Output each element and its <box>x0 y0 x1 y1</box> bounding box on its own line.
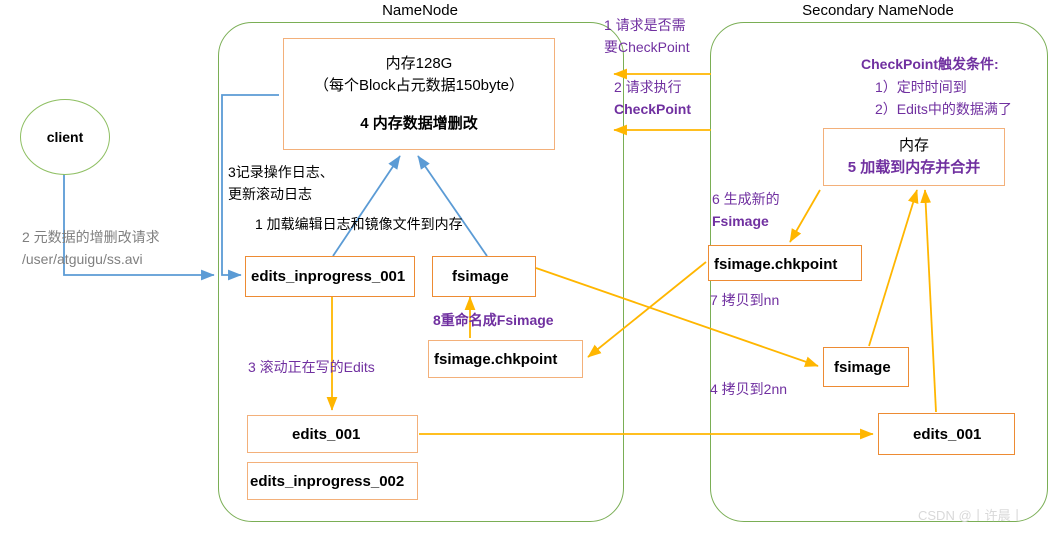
checkpoint-trigger-item2: 2）Edits中的数据满了 <box>875 101 1012 117</box>
namenode-title: NameNode <box>382 2 458 19</box>
box-edits-inprogress-002-label: edits_inprogress_002 <box>250 473 405 490</box>
box-edits-001-snn[interactable] <box>878 413 1015 455</box>
load-to-memory-label: 1 加载编辑日志和镜像文件到内存 <box>255 216 463 232</box>
watermark: CSDN @丨许晨丨 <box>918 508 1024 523</box>
ask-exec-checkpoint-line1: 2 请求执行 <box>614 79 682 95</box>
box-fsimage-snn[interactable] <box>823 347 909 387</box>
copy-to-nn-label: 7 拷贝到nn <box>710 292 780 308</box>
copy-to-2nn-label: 4 拷贝到2nn <box>710 381 788 397</box>
box-fsimage-snn-label: fsimage <box>834 359 891 376</box>
ask-need-checkpoint-line2: 要CheckPoint <box>604 39 690 55</box>
box-edits-inprogress-002[interactable] <box>247 462 418 500</box>
secondary-memory-box: 内存 5 加载到内存并合并 <box>823 128 1005 186</box>
box-fsimage-chkpoint-snn-label: fsimage.chkpoint <box>714 256 838 273</box>
gen-new-fsimage-line2: Fsimage <box>712 213 769 229</box>
box-fsimage-chkpoint-nn-label: fsimage.chkpoint <box>434 351 558 368</box>
ask-exec-checkpoint-line2: CheckPoint <box>614 101 692 117</box>
box-edits-001-nn[interactable] <box>247 415 418 453</box>
ask-need-checkpoint-line1: 1 请求是否需 <box>604 17 686 33</box>
checkpoint-trigger-title: CheckPoint触发条件: <box>861 56 999 72</box>
checkpoint-trigger-item1: 1）定时时间到 <box>875 79 967 95</box>
box-edits-inprogress-001-label: edits_inprogress_001 <box>251 268 406 285</box>
box-edits-001-nn-label: edits_001 <box>292 426 361 443</box>
client-request-line2: /user/atguigu/ss.avi <box>22 251 143 267</box>
box-edits-inprogress-001[interactable] <box>245 256 415 297</box>
memory-block-note-line: （每个Block占元数据150byte） <box>313 76 525 94</box>
secondary-namenode-title: Secondary NameNode <box>802 2 954 19</box>
record-log-line2: 更新滚动日志 <box>228 186 312 202</box>
box-fsimage-nn-label: fsimage <box>452 268 509 285</box>
box-edits-001-snn-label: edits_001 <box>913 426 982 443</box>
client-request-line1: 2 元数据的增删改请求 <box>22 229 160 245</box>
gen-new-fsimage-line1: 6 生成新的 <box>712 191 780 207</box>
box-fsimage-chkpoint-snn[interactable] <box>708 245 862 281</box>
record-log-line1: 3记录操作日志、 <box>228 164 334 180</box>
box-fsimage-chkpoint-nn[interactable] <box>428 340 583 378</box>
box-fsimage-nn[interactable] <box>432 256 536 297</box>
rename-fsimage-label: 8重命名成Fsimage <box>433 312 554 328</box>
secondary-memory-line1: 内存 <box>898 137 929 155</box>
client-label: client <box>46 129 84 145</box>
namenode-memory-box: 内存128G （每个Block占元数据150byte） 4 内存数据增删改 <box>283 38 555 150</box>
client-node[interactable]: client <box>20 99 110 175</box>
secondary-memory-line2: 5 加载到内存并合并 <box>847 159 981 176</box>
roll-edits-label: 3 滚动正在写的Edits <box>248 359 375 375</box>
memory-capacity-line: 内存128G <box>385 55 453 72</box>
memory-op-line: 4 内存数据增删改 <box>360 114 478 132</box>
